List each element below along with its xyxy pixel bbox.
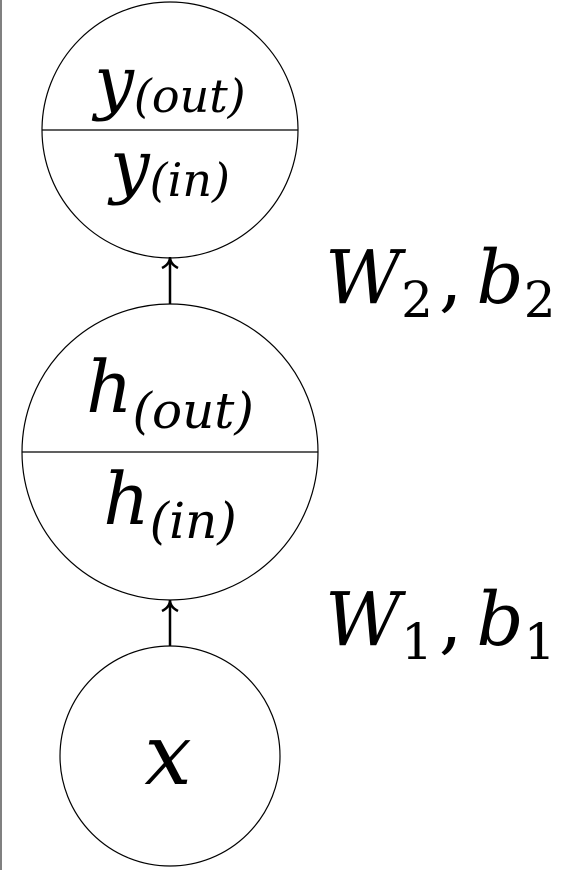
- output-top-subscript: (out): [134, 69, 246, 123]
- output-bottom-symbol: y: [107, 125, 151, 207]
- input-node-label: x: [144, 706, 191, 804]
- input-node: x: [59, 645, 281, 867]
- layer2-separator: ,: [439, 235, 463, 321]
- edge-label-layer2: W2,b2: [325, 235, 556, 329]
- arrowhead-hidden-to-output: [161, 256, 179, 270]
- output-bottom-subscript: (in): [150, 153, 230, 207]
- hidden-bottom-subscript: (in): [150, 492, 237, 550]
- layer2-weight-index: 2: [401, 271, 433, 329]
- layer1-bias: b: [476, 577, 523, 663]
- layer1-weight-index: 1: [401, 613, 433, 671]
- hidden-node-bottom-label: h(in): [103, 457, 237, 550]
- layer1-separator: ,: [439, 577, 463, 663]
- hidden-node: h(out) h(in): [21, 303, 319, 601]
- hidden-node-top-label: h(out): [86, 345, 254, 440]
- output-top-symbol: y: [91, 41, 135, 123]
- input-node-circle: [59, 645, 281, 867]
- layer2-bias: b: [476, 235, 523, 321]
- edge-label-layer1: W1,b1: [325, 577, 556, 671]
- output-node-bottom-label: y(in): [107, 125, 230, 207]
- output-node-top-label: y(out): [91, 41, 245, 123]
- layer2-bias-index: 2: [524, 271, 556, 329]
- arrowhead-input-to-hidden: [161, 599, 179, 613]
- layer1-bias-index: 1: [524, 613, 556, 671]
- hidden-top-symbol: h: [86, 345, 132, 429]
- layer2-weight: W: [325, 235, 407, 321]
- layer1-weight: W: [325, 577, 407, 663]
- hidden-bottom-symbol: h: [103, 457, 149, 541]
- hidden-top-subscript: (out): [132, 382, 253, 440]
- output-node: y(out) y(in): [41, 1, 299, 259]
